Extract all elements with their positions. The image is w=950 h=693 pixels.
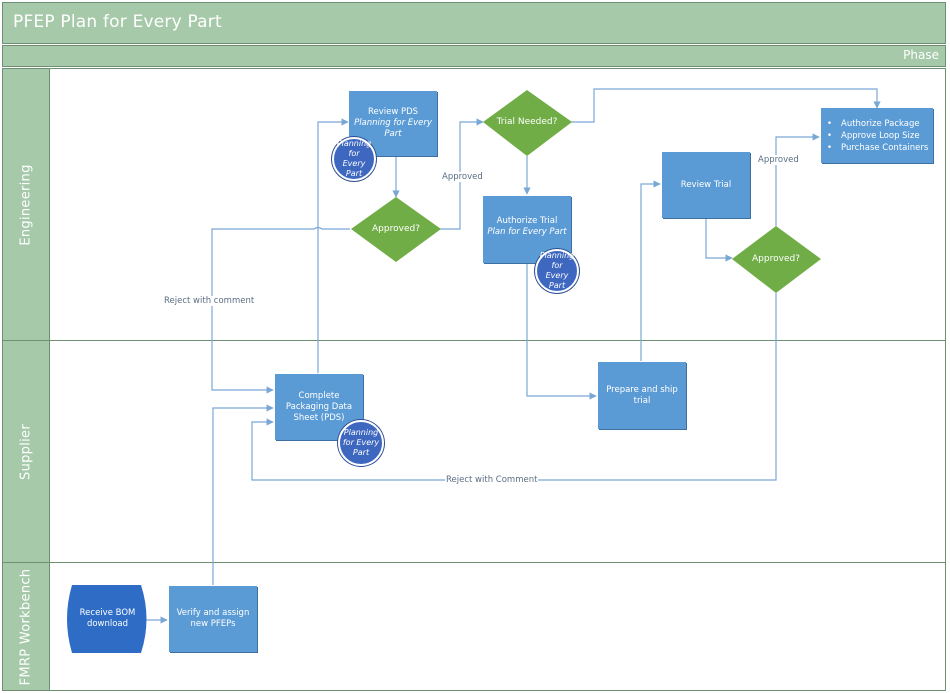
authorize-trial-title: Authorize Trial <box>496 216 558 226</box>
purchase-containers-item: Purchase Containers <box>827 142 928 154</box>
approve-loop-size-item: Approve Loop Size <box>827 130 928 142</box>
terminal-receive-bom-label: Receive BOM download <box>79 608 136 629</box>
decision-approved-1 <box>351 197 441 262</box>
connector-reject-comment-2 <box>251 293 777 481</box>
decision-trial-needed-label: Trial Needed? <box>496 117 558 127</box>
subprocess-review-pds: Planning for Every Part <box>332 137 376 181</box>
connector-authorize-trial-to-prepare <box>526 263 597 400</box>
process-authorize-package: Authorize Package Approve Loop Size Purc… <box>821 108 933 163</box>
phase-label: Phase <box>903 48 939 62</box>
lane-header-engineering: Engineering <box>3 69 50 340</box>
authorize-package-item: Authorize Package <box>827 118 928 130</box>
lane-header-supplier: Supplier <box>3 341 50 562</box>
connector-verify-to-complete <box>212 404 274 585</box>
lane-header-fmrp: FMRP Workbench <box>3 563 50 690</box>
edge-label-reject-comment-2: Reject with Comment <box>445 475 539 485</box>
decision-trial-needed <box>483 90 572 156</box>
edge-label-approved-b: Approved <box>757 155 800 165</box>
process-review-trial: Review Trial <box>662 152 750 218</box>
lane-engineering: Engineering <box>2 68 946 341</box>
subprocess-complete-packaging: Planning for Every Part <box>338 420 384 466</box>
connector-reject-comment-1 <box>211 226 350 394</box>
phase-bar: Phase <box>2 45 946 67</box>
decision-approved-2 <box>732 226 821 293</box>
authorize-trial-sub: Plan for Every Part <box>487 227 567 237</box>
authorize-package-list: Authorize Package Approve Loop Size Purc… <box>827 118 928 154</box>
connector-review-trial-to-approved <box>705 218 733 262</box>
review-pds-title: Review PDS <box>367 107 419 117</box>
edge-label-reject-comment-1: Reject with comment <box>163 296 256 306</box>
title-bar: PFEP Plan for Every Part <box>2 2 946 44</box>
diagram-title: PFEP Plan for Every Part <box>13 12 222 32</box>
lane-supplier: Supplier <box>2 340 946 563</box>
connector-approved-to-authorize-pkg <box>775 133 820 226</box>
connector-complete-to-review <box>317 118 349 373</box>
subprocess-authorize-trial: Planning for Every Part <box>535 249 579 293</box>
connector-prepare-to-review-trial <box>640 180 661 361</box>
process-prepare-ship-trial: Prepare and ship trial <box>598 362 686 429</box>
lane-fmrp-workbench: FMRP Workbench <box>2 562 946 691</box>
connector-trial-to-authorize-pkg <box>571 88 881 123</box>
decision-approved-2-label: Approved? <box>752 254 800 264</box>
review-pds-sub: Planning for Every Part <box>354 118 432 139</box>
decision-approved-1-label: Approved? <box>372 224 420 234</box>
process-verify-assign: Verify and assign new PFEPs <box>169 586 257 652</box>
terminal-receive-bom <box>67 585 147 653</box>
edge-label-approved-a: Approved <box>441 172 484 182</box>
